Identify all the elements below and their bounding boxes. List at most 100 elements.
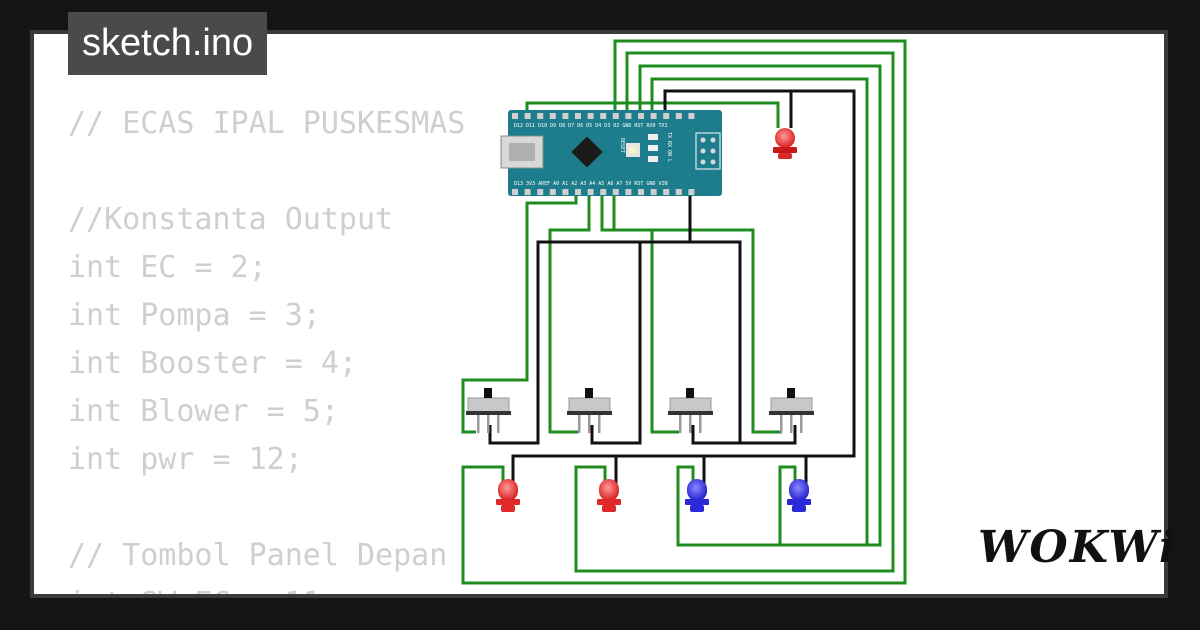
reset-button-cap-icon: [629, 146, 637, 154]
green-wires: [461, 39, 907, 585]
led-blue-icon: [789, 479, 809, 501]
pin[interactable]: [512, 189, 518, 195]
pin[interactable]: [549, 189, 556, 195]
led-base-icon: [690, 505, 704, 512]
pin[interactable]: [575, 113, 581, 119]
led-rim-icon: [685, 499, 709, 505]
pin[interactable]: [587, 113, 594, 119]
wire: [650, 77, 869, 547]
wire: [461, 188, 578, 434]
led-blue[interactable]: [685, 479, 709, 512]
code-line: int pwr = 12;: [68, 442, 303, 477]
pin[interactable]: [638, 113, 644, 119]
led-labels: TX RX ON L: [666, 132, 672, 162]
black-wires: [488, 89, 856, 486]
switch-base-icon: [769, 411, 814, 415]
led-rim-icon: [773, 147, 797, 153]
pin[interactable]: [600, 113, 607, 119]
pin[interactable]: [575, 189, 581, 195]
switch-base-icon: [668, 411, 713, 415]
switch-knob-icon[interactable]: [484, 388, 492, 398]
slide-switch[interactable]: [466, 388, 511, 433]
pin[interactable]: [587, 189, 594, 195]
led-base-icon: [602, 505, 616, 512]
led-blue-icon: [687, 479, 707, 501]
reset-label: RESET: [619, 138, 625, 153]
pin[interactable]: [562, 189, 569, 195]
bottom-pin-header[interactable]: [512, 189, 695, 195]
led-base-icon: [501, 505, 515, 512]
code-line: int Booster = 4;: [68, 346, 357, 381]
switch-knob-icon[interactable]: [585, 388, 593, 398]
pin[interactable]: [612, 113, 619, 119]
code-line: int Pompa = 3;: [68, 298, 321, 333]
wire: [525, 101, 780, 128]
switch-leg-icon: [800, 415, 803, 433]
top-pin-header[interactable]: [512, 113, 695, 119]
code-line: int EC = 2;: [68, 250, 267, 285]
switch-base-icon: [466, 411, 511, 415]
top-pin-labels: D12 D11 D10 D9 D8 D7 D6 D5 D4 D3 D2 GND …: [514, 123, 668, 129]
led-top-red[interactable]: [773, 128, 797, 159]
pin[interactable]: [549, 113, 556, 119]
slide-switch[interactable]: [668, 388, 713, 433]
switch-knob-icon[interactable]: [686, 388, 694, 398]
board-body: [508, 110, 722, 196]
pin[interactable]: [537, 113, 544, 119]
pin[interactable]: [675, 189, 682, 195]
file-tab[interactable]: sketch.ino: [68, 12, 268, 75]
led-rim-icon: [787, 499, 811, 505]
led-base-icon: [778, 153, 792, 159]
slide-switches[interactable]: [466, 388, 814, 433]
led-red[interactable]: [496, 479, 520, 512]
switch-leg-icon: [699, 415, 702, 433]
pin[interactable]: [625, 113, 632, 119]
led-red[interactable]: [597, 479, 621, 512]
wire: [738, 242, 797, 445]
wire: [488, 188, 692, 445]
pin[interactable]: [688, 189, 695, 195]
wire: [461, 39, 907, 585]
code-editor[interactable]: // ECAS IPAL PUSKESMAS //Konstanta Outpu…: [68, 100, 465, 594]
led-base-icon: [792, 505, 806, 512]
status-led-icon: [648, 156, 658, 162]
switch-leg-icon: [578, 415, 581, 433]
bottom-leds[interactable]: [496, 479, 811, 512]
pin[interactable]: [537, 189, 544, 195]
switch-knob-icon[interactable]: [787, 388, 795, 398]
switch-leg-icon: [497, 415, 500, 433]
status-led-icon: [648, 145, 658, 151]
pin[interactable]: [650, 113, 657, 119]
slide-switch[interactable]: [769, 388, 814, 433]
switch-base-icon: [567, 411, 612, 415]
led-red-icon: [775, 128, 795, 148]
pin[interactable]: [663, 113, 670, 119]
slide-switch[interactable]: [567, 388, 612, 433]
pin[interactable]: [512, 113, 518, 119]
switch-leg-icon: [487, 415, 490, 433]
arduino-nano-board[interactable]: D12 D11 D10 D9 D8 D7 D6 D5 D4 D3 D2 GND …: [500, 110, 722, 196]
pin[interactable]: [688, 113, 695, 119]
bottom-pin-labels: D13 3V3 AREF A0 A1 A2 A3 A4 A5 A6 A7 5V …: [514, 181, 668, 187]
code-line: // Tombol Panel Depan: [68, 538, 448, 573]
wire: [538, 240, 642, 445]
pin[interactable]: [524, 189, 531, 195]
pin[interactable]: [600, 189, 607, 195]
pin[interactable]: [638, 189, 644, 195]
pin[interactable]: [663, 189, 670, 195]
pin[interactable]: [524, 113, 531, 119]
pin[interactable]: [612, 189, 619, 195]
switch-leg-icon: [598, 415, 601, 433]
led-red-icon: [498, 479, 518, 501]
switch-leg-icon: [790, 415, 793, 433]
wokwi-logo: WOKWi: [978, 522, 1178, 573]
pin[interactable]: [625, 189, 632, 195]
switch-leg-icon: [689, 415, 692, 433]
usb-port-icon: [509, 143, 535, 161]
pin[interactable]: [562, 113, 569, 119]
led-blue[interactable]: [787, 479, 811, 512]
pin[interactable]: [675, 113, 682, 119]
wire: [665, 89, 793, 128]
pin[interactable]: [650, 189, 657, 195]
